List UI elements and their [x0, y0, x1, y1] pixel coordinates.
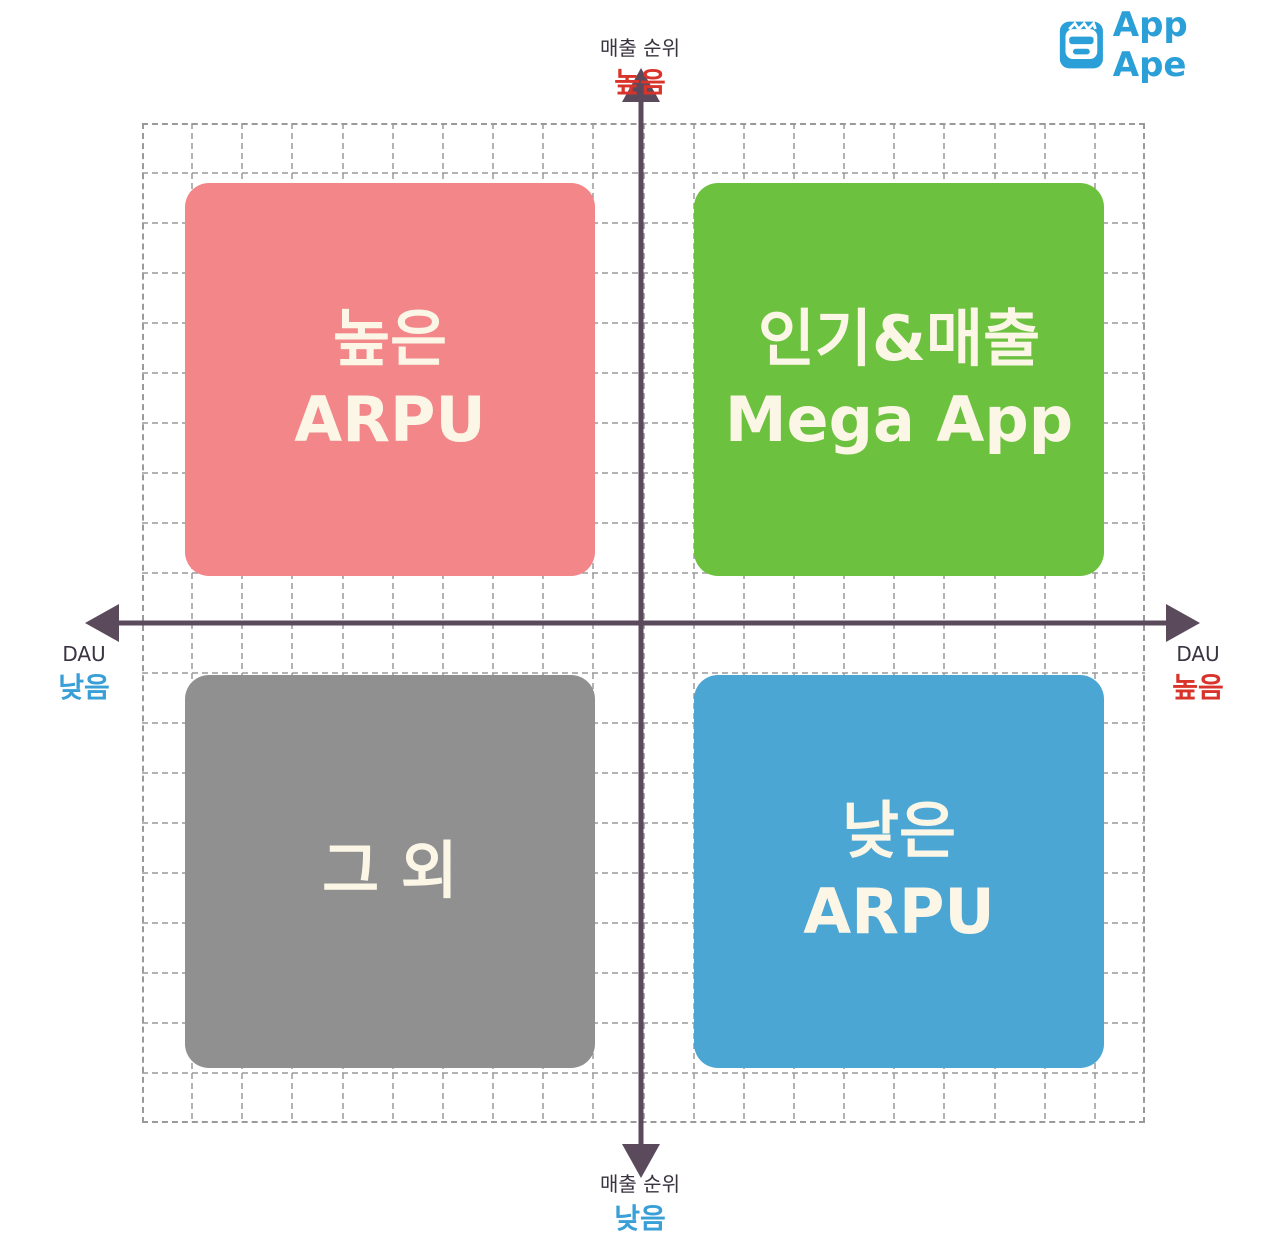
axis-level-low: 낮음 [614, 1202, 666, 1235]
axis-level-high: 높음 [1172, 671, 1224, 704]
quadrant-others: 그 외 [185, 675, 595, 1068]
logo-text: App Ape [1112, 5, 1188, 85]
quadrant-mega-app: 인기&매출 Mega App [694, 183, 1104, 576]
quadrant-title: 낮은 [841, 793, 957, 867]
quadrant-low-arpu: 낮은 ARPU [694, 675, 1104, 1068]
quadrant-subtitle: ARPU [294, 382, 486, 456]
arrow-right-icon [1166, 604, 1200, 642]
arrow-left-icon [85, 604, 119, 642]
quadrant-high-arpu: 높은 ARPU [185, 183, 595, 576]
axis-name: 매출 순위 [600, 1172, 680, 1196]
axis-name: 매출 순위 [600, 36, 680, 60]
axis-level-low: 낮음 [58, 671, 110, 704]
axis-name: DAU [1176, 642, 1220, 666]
quadrant-subtitle: Mega App [724, 382, 1074, 456]
app-ape-logo: App Ape [1058, 5, 1263, 85]
arrow-up-icon [622, 68, 660, 102]
arrow-down-icon [622, 1144, 660, 1178]
quadrant-title: 높은 [332, 301, 448, 375]
axis-label-top: 매출 순위 높음 [555, 32, 725, 101]
axis-name: DAU [62, 642, 106, 666]
ape-face-icon [1059, 20, 1103, 69]
axis-label-left: DAU 낮음 [24, 642, 144, 706]
quadrant-title: 인기&매출 [757, 301, 1041, 375]
quadrant-title: 그 외 [322, 834, 458, 908]
axis-level-high: 높음 [614, 66, 666, 99]
quadrant-subtitle: ARPU [803, 874, 995, 948]
axis-label-right: DAU 높음 [1138, 642, 1258, 706]
axis-label-bottom: 매출 순위 낮음 [555, 1168, 725, 1237]
